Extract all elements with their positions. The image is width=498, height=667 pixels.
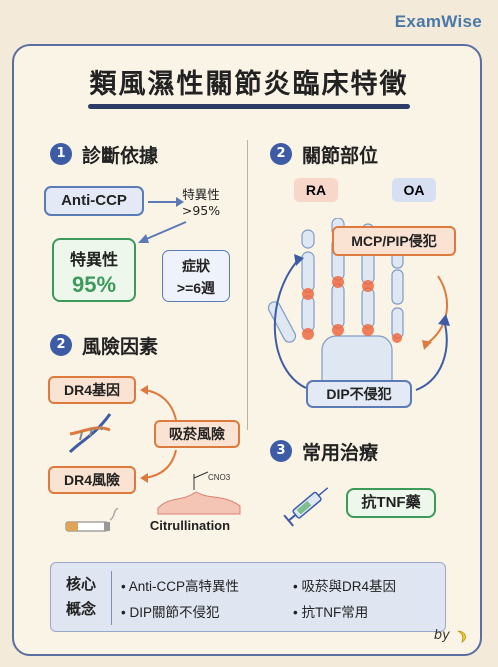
section-title-diagnosis: 診斷依據 <box>82 145 159 167</box>
dr4-risk-box: DR4風險 <box>48 466 136 494</box>
anticcp-box: Anti-CCP <box>44 186 144 216</box>
green-box-value: 95% <box>71 272 117 297</box>
byline: by <box>434 628 468 643</box>
banana-icon <box>456 629 468 643</box>
brand-logo: ExamWise <box>394 12 482 31</box>
oa-label: OA <box>392 178 436 202</box>
page-title: 類風濕性關節炎臨床特徵 <box>89 69 409 100</box>
green-box-label: 特異性 <box>69 252 118 269</box>
dna-icon <box>68 413 112 454</box>
citrullination-molecule-icon: CNO3 <box>157 471 241 515</box>
section-number-risk: 2 <box>50 334 72 356</box>
syringe-icon <box>283 487 329 527</box>
arrow-right-icon <box>148 197 184 207</box>
ra-label: RA <box>294 178 338 202</box>
core-item-anticcp: • Anti-CCP高特異性 <box>121 579 239 594</box>
cno3-label: CNO3 <box>208 473 231 482</box>
specificity-label: 特異性 <box>182 187 220 202</box>
core-label-line2: 概念 <box>65 600 96 618</box>
mcp-pip-box: MCP/PIP侵犯 <box>332 226 456 256</box>
title-area: 類風濕性關節炎臨床特徵 <box>0 62 498 101</box>
specificity-value: >95% <box>181 203 221 218</box>
anti-tnf-box: 抗TNF藥 <box>346 488 436 518</box>
cigarette-icon <box>65 508 119 532</box>
joint-arrows-icon <box>273 254 450 391</box>
core-label-line1: 核心 <box>65 575 96 593</box>
dip-box: DIP不侵犯 <box>306 380 412 408</box>
core-item-dip: • DIP關節不侵犯 <box>121 605 220 620</box>
section-divider <box>247 140 248 430</box>
section-title-treatment: 常用治療 <box>302 442 379 464</box>
symptom-box: 症狀 >=6週 <box>162 250 230 302</box>
citrullination-label: Citrullination <box>149 518 231 533</box>
core-item-tnf: • 抗TNF常用 <box>293 605 369 620</box>
section-number-treatment: 3 <box>270 440 292 462</box>
core-separator <box>111 571 112 625</box>
title-underline <box>88 104 410 109</box>
section-number-diagnosis: 1 <box>50 143 72 165</box>
core-concepts-panel: 核心 概念 • Anti-CCP高特異性 • 吸菸與DR4基因 • DIP關節不… <box>50 562 446 632</box>
byline-text: by <box>433 628 450 643</box>
section-title-joints: 關節部位 <box>302 145 379 167</box>
section-title-risk: 風險因素 <box>82 336 159 358</box>
smoking-risk-box: 吸菸風險 <box>154 420 240 448</box>
specificity-green-box: 特異性 95% <box>52 238 136 302</box>
symptom-label: 症狀 <box>182 258 210 274</box>
risk-arrows-icon <box>140 385 177 483</box>
core-label: 核心 概念 <box>61 572 101 622</box>
dr4-gene-box: DR4基因 <box>48 376 136 404</box>
section-number-joints: 2 <box>270 143 292 165</box>
core-item-smoking: • 吸菸與DR4基因 <box>293 579 396 594</box>
arrow-down-left-icon <box>138 221 187 243</box>
symptom-value: >=6週 <box>176 280 216 296</box>
